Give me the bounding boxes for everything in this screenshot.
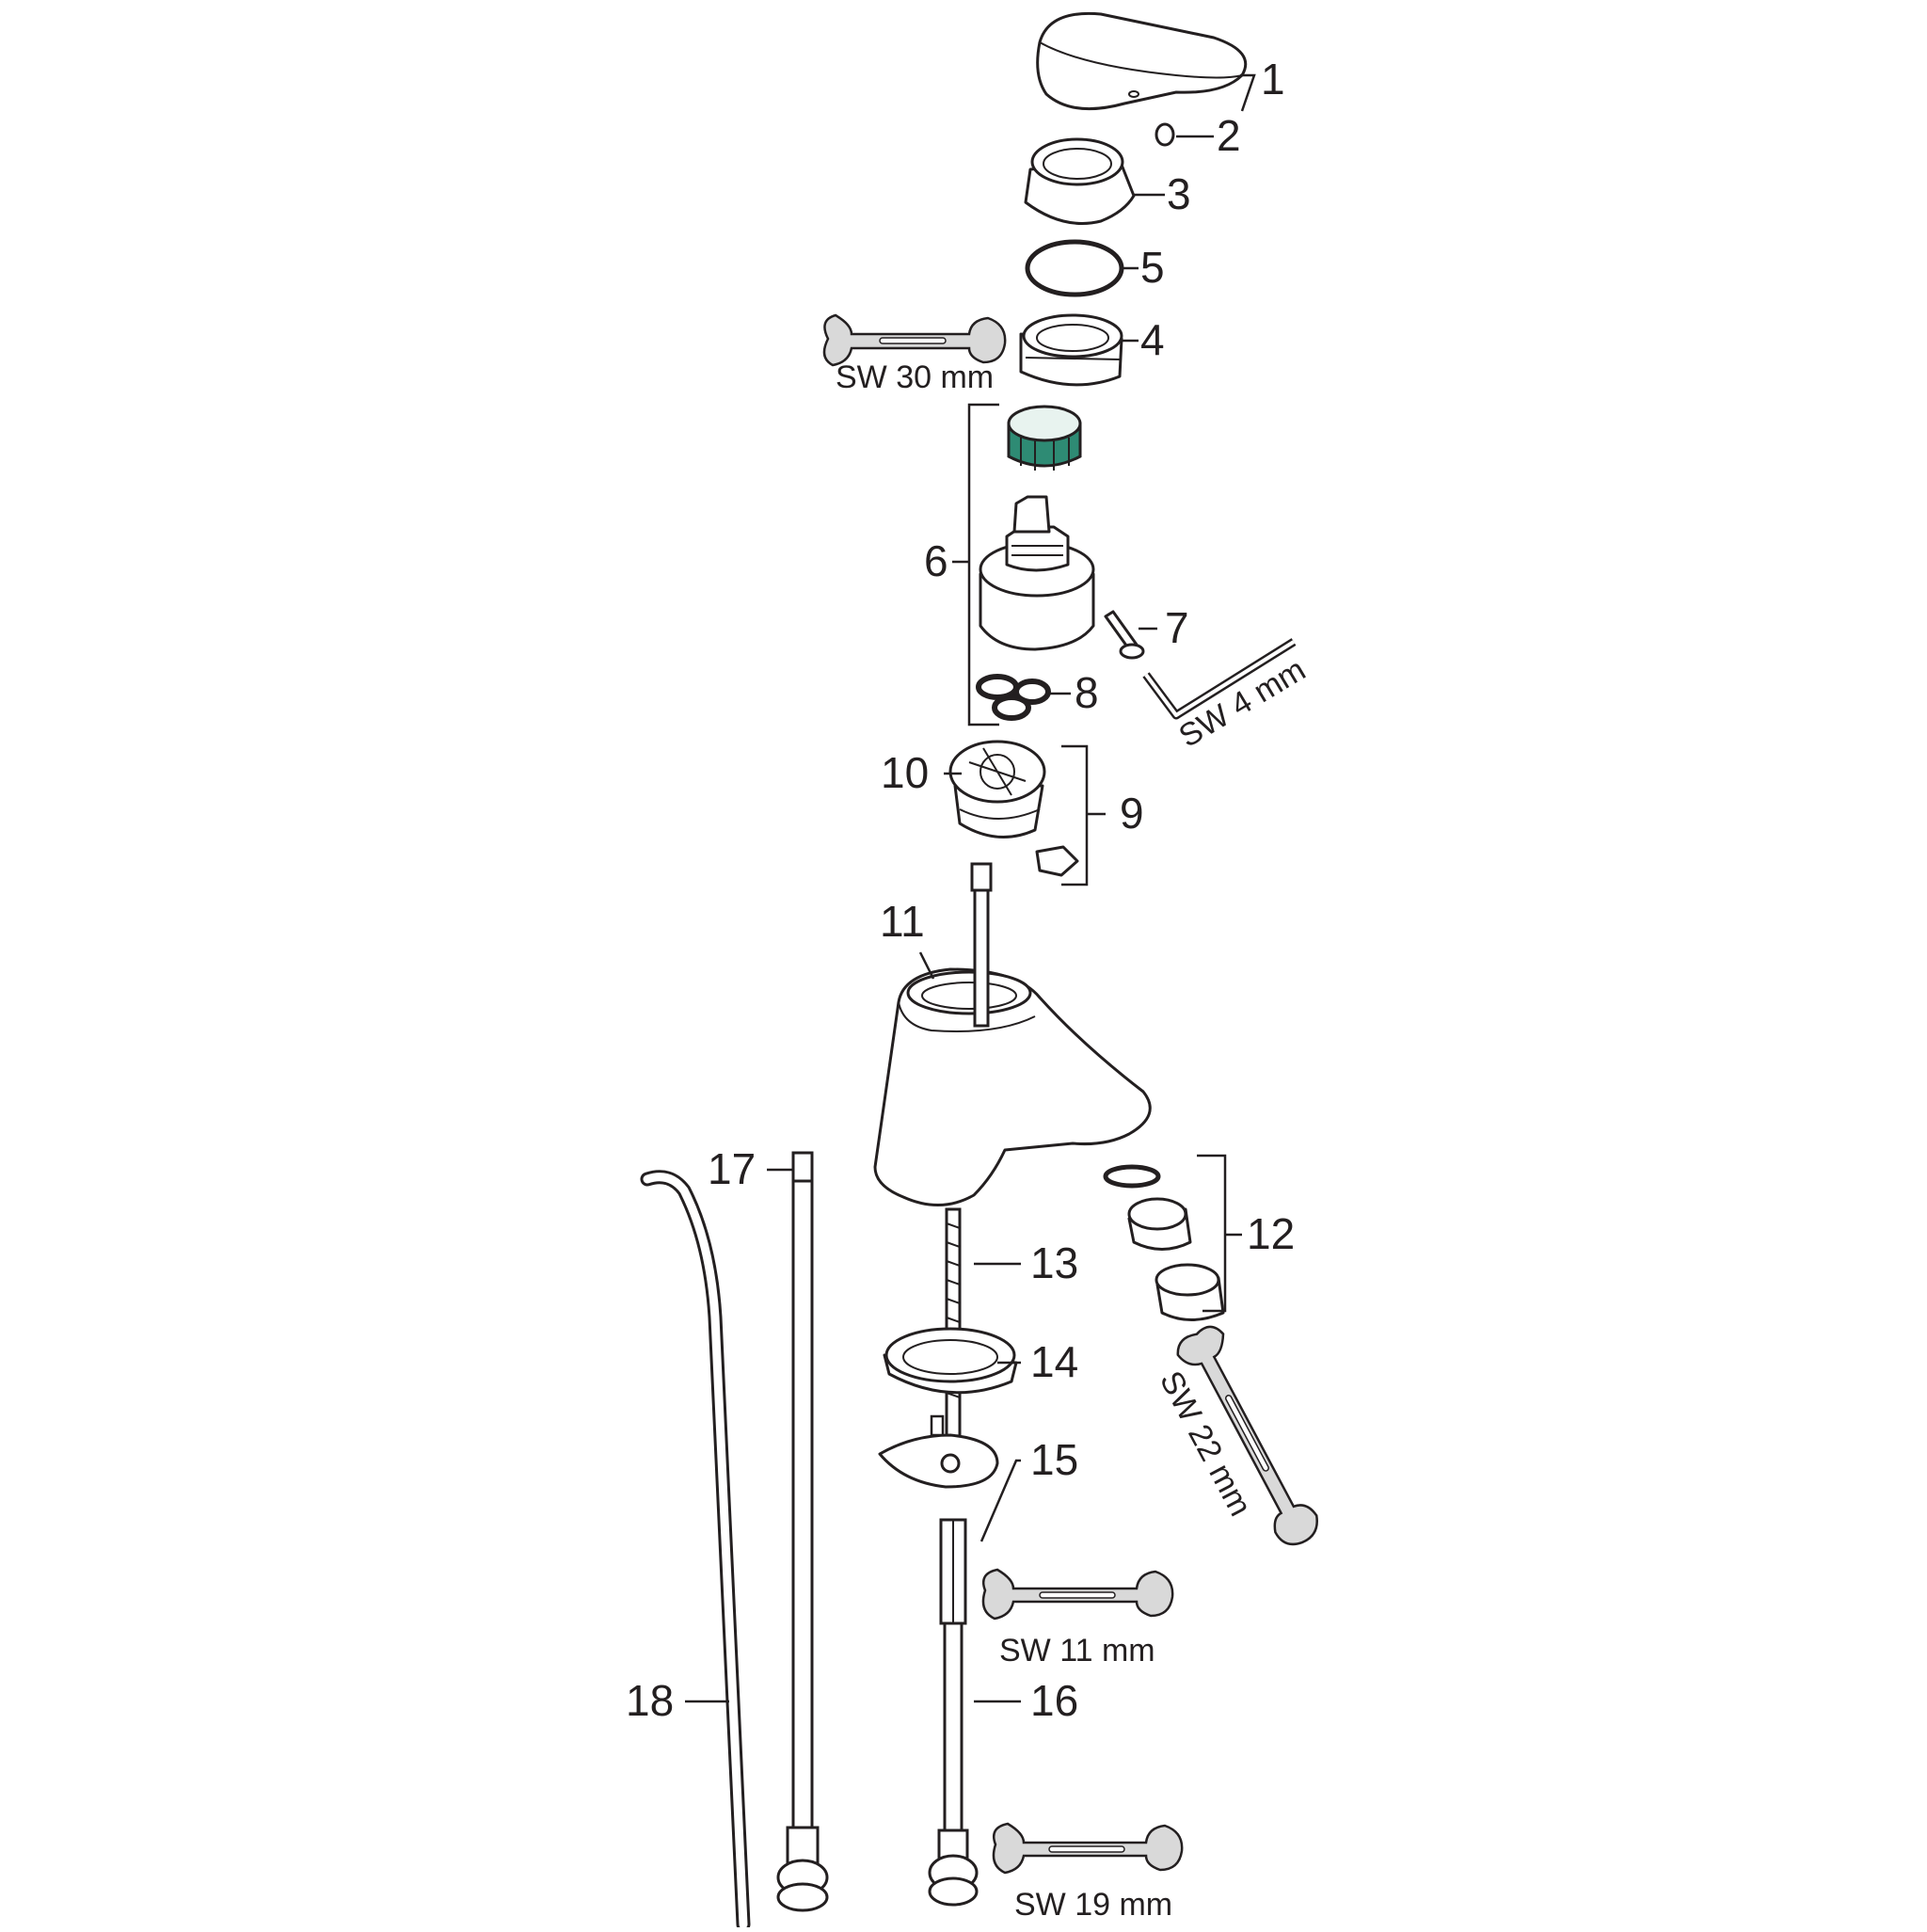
- wrench-sw30-icon: [822, 313, 1007, 367]
- tool-label-sw11: SW 11 mm: [999, 1633, 1155, 1669]
- part-11-mixer-body: [873, 967, 1152, 1206]
- part-15-sleeve-nut: [939, 1518, 967, 1625]
- label-6: 6: [924, 536, 948, 585]
- leader-11: [918, 951, 935, 980]
- part-14-washer: [883, 1327, 1018, 1395]
- label-10: 10: [881, 748, 929, 797]
- label-1: 1: [1261, 55, 1285, 104]
- label-8: 8: [1075, 668, 1099, 717]
- spindle-rod: [970, 862, 993, 1028]
- part-4-threaded-nut: [1019, 313, 1123, 387]
- part-7-screw: [1104, 610, 1145, 660]
- hex-key-sw4-icon: [1142, 638, 1297, 720]
- wrench-sw19-icon: [992, 1822, 1184, 1875]
- label-3: 3: [1167, 169, 1191, 218]
- label-11: 11: [880, 897, 925, 946]
- bracket-12: [1197, 1154, 1227, 1313]
- tool-label-sw22: SW 22 mm: [1153, 1365, 1258, 1522]
- part-6-cartridge-assembly: [952, 403, 1095, 726]
- label-18: 18: [626, 1676, 674, 1725]
- label-17: 17: [708, 1144, 756, 1193]
- label-7: 7: [1165, 603, 1189, 652]
- wrench-sw11-icon: [981, 1568, 1174, 1621]
- part-2-set-screw: [1155, 122, 1175, 147]
- label-12: 12: [1247, 1209, 1295, 1258]
- cartridge-body: [979, 495, 1095, 651]
- part-10-diverter-unit: [948, 740, 1046, 839]
- tool-label-sw30: SW 30 mm: [836, 359, 994, 395]
- label-14: 14: [1030, 1337, 1078, 1386]
- leader-15: [979, 1459, 1021, 1542]
- part-12-aerator: [1103, 1164, 1225, 1321]
- part-5-o-ring: [1025, 239, 1124, 297]
- label-15: 15: [1030, 1435, 1078, 1484]
- tool-label-sw19: SW 19 mm: [1014, 1887, 1172, 1923]
- part-17-supply-hose: [776, 1151, 829, 1912]
- leader-1: [1240, 73, 1256, 112]
- label-9: 9: [1120, 789, 1144, 838]
- part-13-threaded-stud: [945, 1207, 962, 1446]
- part-18-drain-rod: [640, 1170, 751, 1932]
- cartridge-ring: [1007, 405, 1082, 471]
- wrench-sw22-icon: [1176, 1325, 1318, 1546]
- part-8-seals: [976, 674, 1051, 721]
- part-15-fixing-plate: [878, 1414, 999, 1489]
- part-3-cover-cap: [1024, 137, 1136, 225]
- label-16: 16: [1030, 1676, 1078, 1725]
- bracket-9: [1061, 744, 1089, 886]
- label-2: 2: [1217, 111, 1241, 160]
- part-9-clip: [1035, 845, 1079, 877]
- part-1-lever-handle: [1036, 11, 1248, 111]
- label-13: 13: [1030, 1238, 1078, 1287]
- label-5: 5: [1140, 243, 1165, 292]
- part-16-supply-hose: [928, 1621, 979, 1907]
- label-4: 4: [1140, 315, 1165, 364]
